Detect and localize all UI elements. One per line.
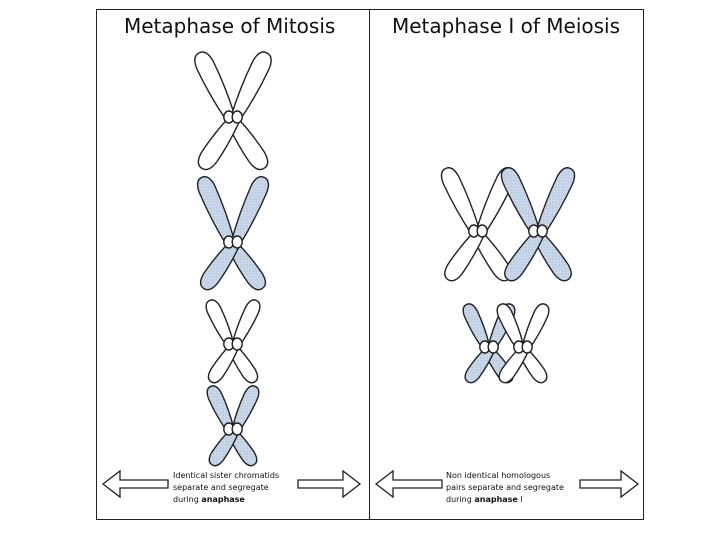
meiosis-pair1-white-centromere — [476, 224, 488, 238]
mitosis-chromosome-4-arm — [231, 385, 260, 432]
note-meiosis-line2: pairs separate and segregate — [446, 483, 564, 492]
meiosis-pair2-blue — [462, 303, 516, 384]
meiosis-pair2-blue-arm — [462, 303, 491, 350]
note-mitosis-line3: during anaphase — [173, 494, 293, 506]
panel-divider — [369, 9, 370, 520]
meiosis-arrow-left — [374, 469, 443, 499]
mitosis-chromosome-1 — [194, 51, 272, 171]
mitosis-chromosome-3-arm — [205, 299, 235, 347]
mitosis-chromosome-3-centromere — [231, 337, 243, 351]
mitosis-chromosome-4-arm — [208, 425, 241, 467]
title-mitosis: Metaphase of Mitosis — [124, 14, 336, 38]
note-mitosis-line2: separate and segregate — [173, 483, 269, 492]
mitosis-chromosome-1-arm — [230, 51, 272, 121]
meiosis-arrow-right — [579, 469, 640, 499]
note-mitosis-line1: Identical sister chromatids — [173, 471, 280, 480]
mitosis-chromosome-4 — [206, 385, 260, 467]
chromosome-layer — [194, 51, 576, 467]
title-meiosis: Metaphase I of Meiosis — [392, 14, 621, 38]
mitosis-chromosome-1-arm — [197, 113, 241, 171]
note-meiosis-line3-prefix: during — [446, 495, 475, 504]
note-mitosis-line3-prefix: during — [173, 495, 202, 504]
meiosis-pair1-blue-arm — [500, 167, 541, 234]
meiosis-pair1-blue-arm — [535, 167, 576, 234]
meiosis-pair1-blue — [500, 167, 576, 282]
note-mitosis: Identical sister chromatids separate and… — [173, 470, 293, 506]
note-meiosis-anaphase: anaphase — [474, 495, 518, 504]
note-mitosis-anaphase: anaphase — [201, 495, 245, 504]
mitosis-arrow-left — [101, 469, 169, 499]
mitosis-chromosome-1-arm — [194, 51, 236, 121]
diagram-frame — [96, 9, 644, 520]
mitosis-chromosome-1-centromere — [231, 110, 243, 124]
meiosis-pair2-blue-arm — [464, 343, 497, 384]
mitosis-chromosome-3 — [205, 299, 261, 384]
meiosis-pair1-white-arm — [444, 227, 486, 282]
mitosis-chromosome-2-arm — [230, 175, 270, 245]
note-meiosis-line3: during anaphase I — [446, 494, 586, 506]
mitosis-arrow-right — [297, 469, 362, 499]
meiosis-pair1-blue-arm — [504, 227, 546, 282]
mitosis-chromosome-3-arm — [231, 299, 261, 347]
note-meiosis-line3-suffix: I — [517, 495, 523, 504]
mitosis-chromosome-2-arm — [196, 175, 236, 245]
meiosis-pair2-white-arm — [496, 303, 525, 350]
meiosis-pair2-white-arm — [498, 343, 531, 384]
mitosis-chromosome-4-centromere — [231, 422, 243, 436]
mitosis-chromosome-3-arm — [207, 340, 241, 384]
meiosis-pair2-blue-centromere — [487, 340, 499, 354]
note-meiosis-line1: Non identical homologous — [446, 471, 551, 480]
mitosis-chromosome-2 — [196, 175, 270, 291]
arrow-layer — [101, 469, 640, 499]
mitosis-chromosome-2-centromere — [231, 235, 243, 249]
meiosis-pair1-white-arm — [440, 167, 481, 234]
meiosis-pair2-white-centromere — [521, 340, 533, 354]
meiosis-pair2-white-arm — [521, 303, 550, 350]
mitosis-chromosome-4-arm — [206, 385, 235, 432]
mitosis-chromosome-2-arm — [199, 238, 241, 291]
note-meiosis: Non identical homologous pairs separate … — [446, 470, 586, 506]
meiosis-pair2-white — [496, 303, 550, 384]
meiosis-pair1-blue-centromere — [536, 224, 548, 238]
